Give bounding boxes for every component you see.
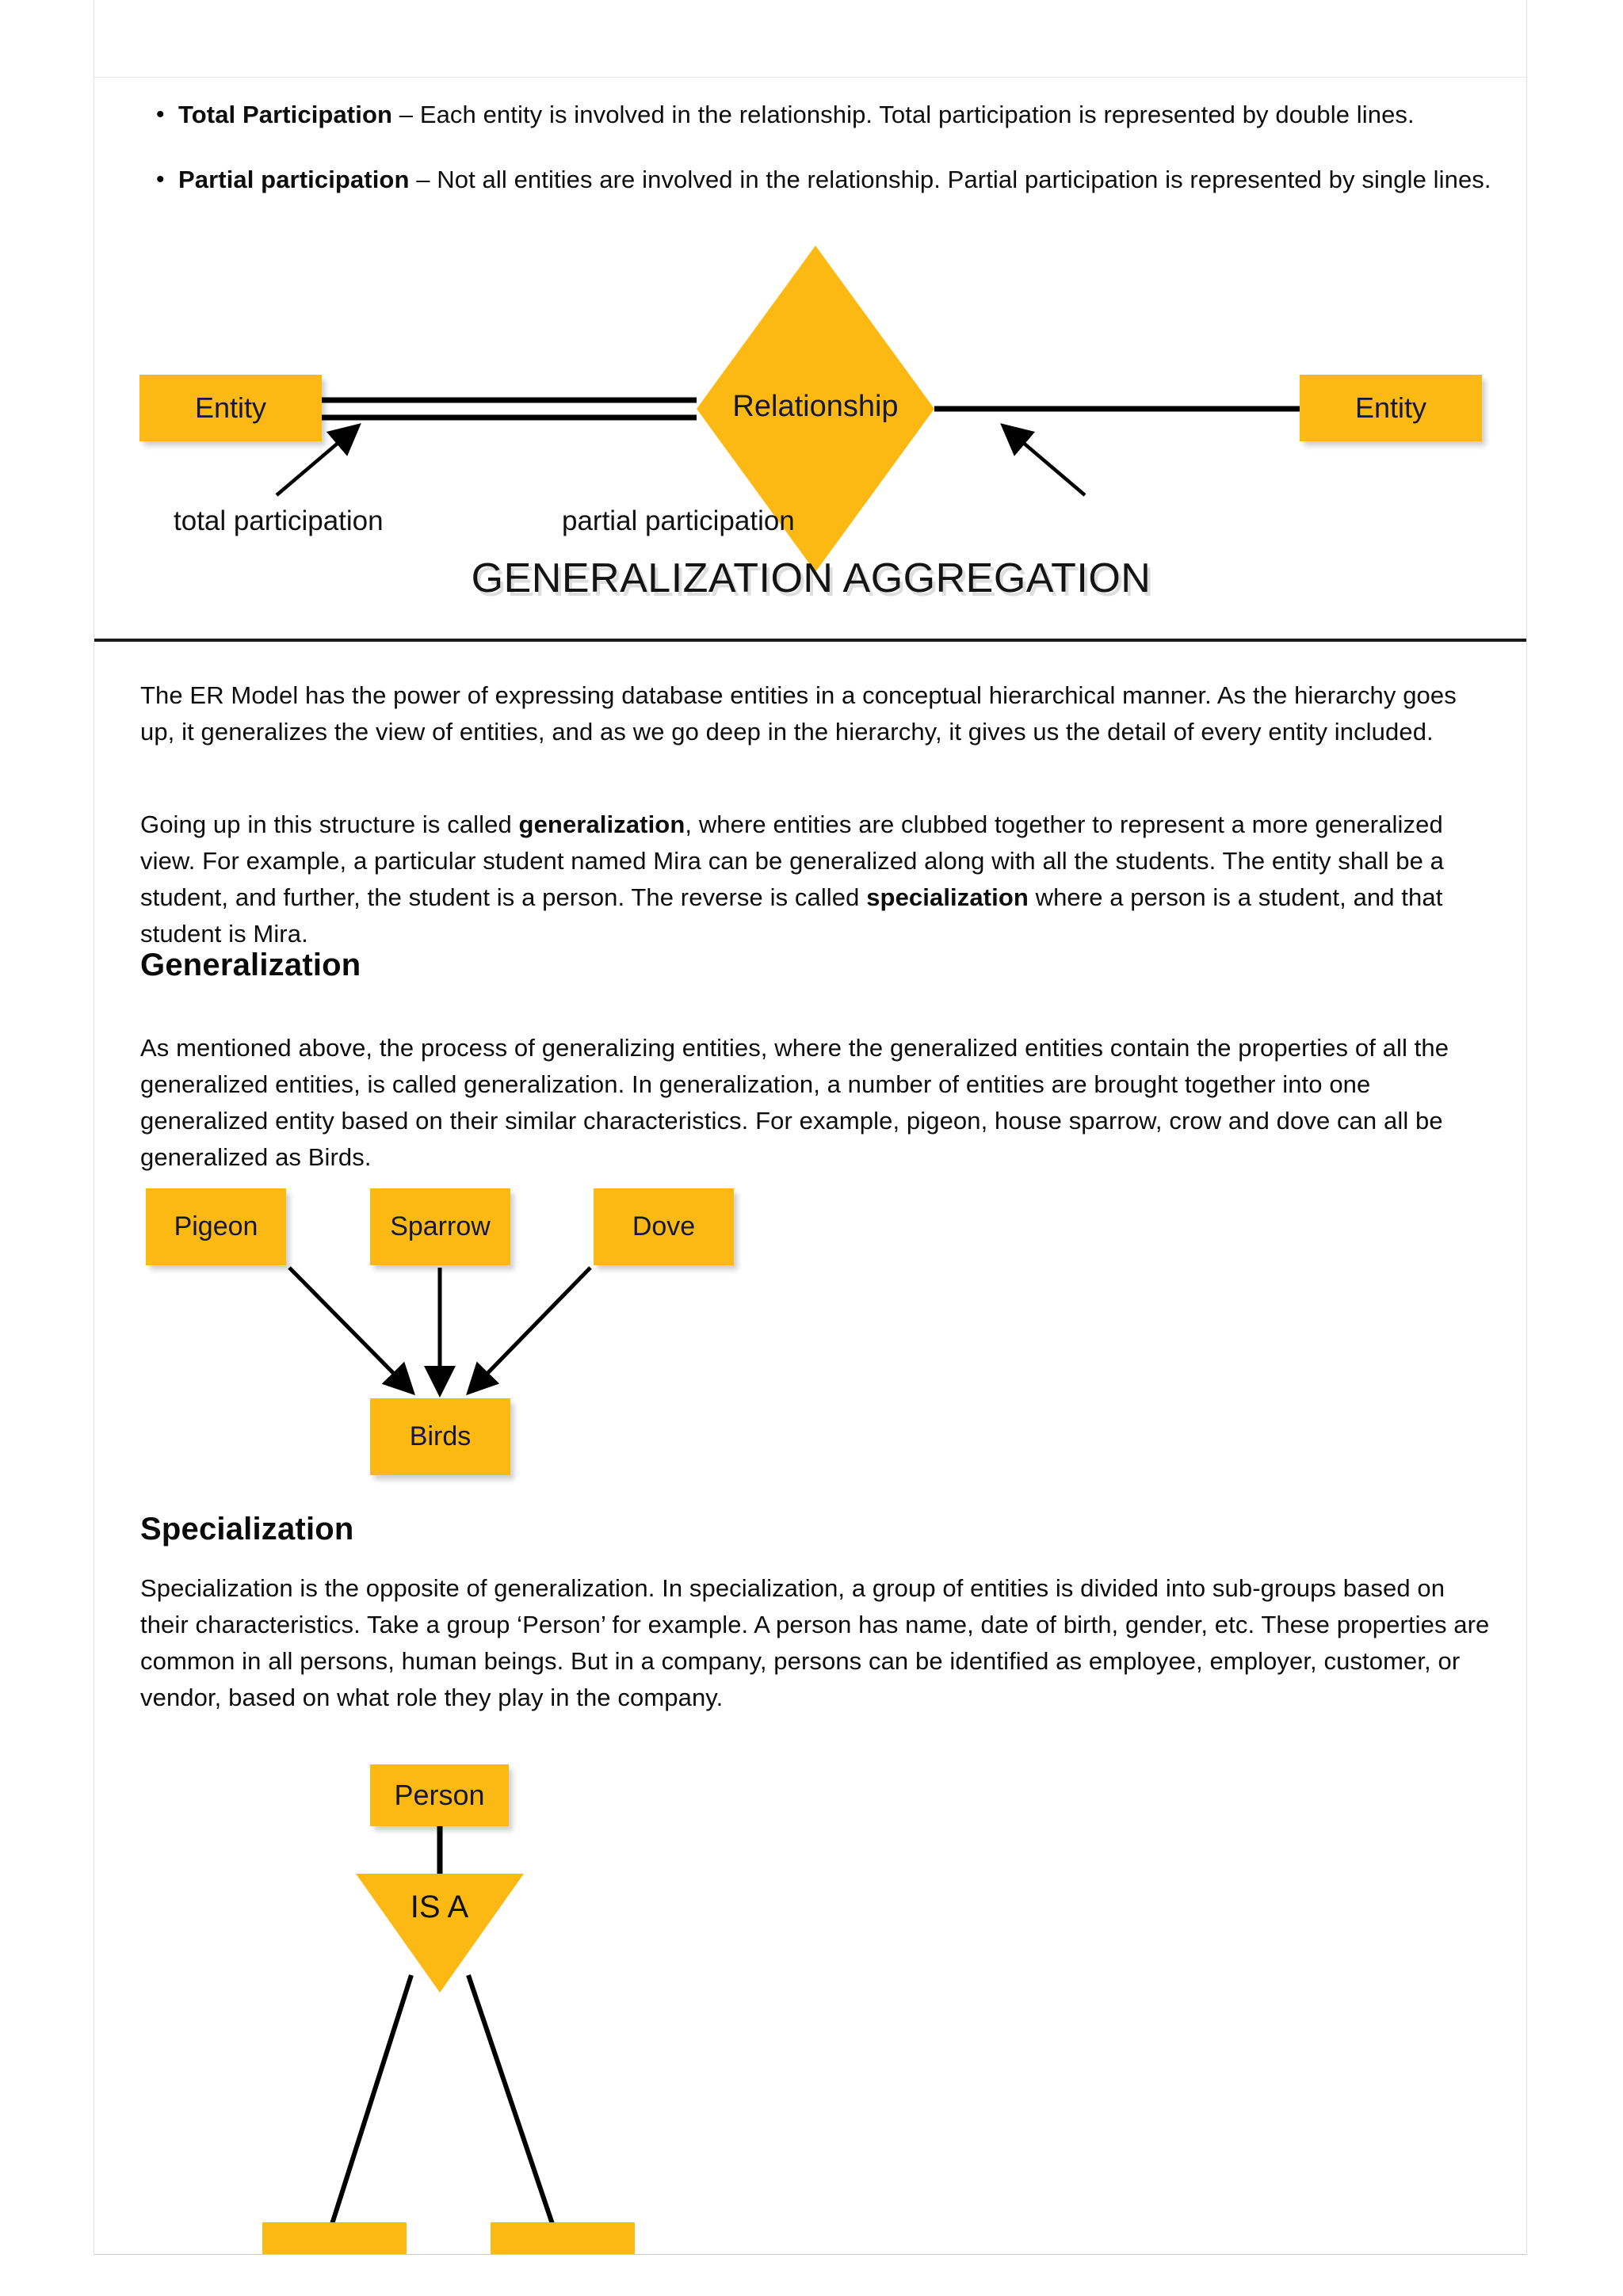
partial-participation-label: partial participation xyxy=(562,505,795,536)
section-divider xyxy=(94,639,1526,642)
partial-participation-arrow xyxy=(1000,423,1086,497)
er-participation-diagram: Entity Entity Relationship total partici… xyxy=(94,242,1526,602)
gen-lead-c: where a person is a student, and that st… xyxy=(140,883,1443,948)
heading-specialization: Specialization xyxy=(140,1512,354,1547)
heading-generalization: Generalization xyxy=(140,948,361,982)
line-isa-to-sub-right xyxy=(466,1974,555,2225)
generalization-diagram-arrows xyxy=(288,1266,592,1398)
page-top-divider xyxy=(94,77,1526,78)
bullet-dash: – xyxy=(409,166,437,193)
list-item: • Partial participation – Not all entiti… xyxy=(142,162,1497,198)
bullet-text: Partial participation – Not all entities… xyxy=(178,162,1497,198)
er-diagram-lines xyxy=(275,246,1300,572)
isa-triangle xyxy=(356,1874,524,1993)
entity-box-pigeon: Pigeon xyxy=(146,1188,286,1265)
list-item: • Total Participation – Each entity is i… xyxy=(142,97,1497,133)
entity-box-right: Entity xyxy=(1300,375,1482,441)
generalization-birds-diagram: Pigeon Sparrow Dove Birds xyxy=(94,1174,1526,1491)
bullet-body: Not all entities are involved in the rel… xyxy=(437,166,1491,193)
generalization-body-paragraph: As mentioned above, the process of gener… xyxy=(140,1034,1449,1171)
bullet-term: Partial participation xyxy=(178,166,410,193)
entity-box-birds: Birds xyxy=(370,1398,510,1475)
arrow-pigeon-to-birds xyxy=(288,1266,416,1396)
bullet-marker-icon: • xyxy=(156,101,165,128)
entity-box-left: Entity xyxy=(139,375,322,441)
arrow-dove-to-birds xyxy=(466,1266,592,1396)
specialization-term: specialization xyxy=(866,883,1029,911)
entity-box-dove: Dove xyxy=(594,1188,734,1265)
specialization-body-paragraph: Specialization is the opposite of genera… xyxy=(140,1574,1490,1711)
total-participation-label: total participation xyxy=(174,505,384,536)
bullet-marker-icon: • xyxy=(156,166,165,193)
entity-box-sparrow: Sparrow xyxy=(370,1188,510,1265)
generalization-aggregation-title: GENERALIZATION AGGREGATION xyxy=(471,555,1151,601)
bullet-term: Total Participation xyxy=(178,101,393,128)
participation-bullet-list: • Total Participation – Each entity is i… xyxy=(142,97,1497,227)
bullet-dash: – xyxy=(392,101,420,128)
specialization-diagram-lines xyxy=(330,1826,555,2225)
total-participation-arrow xyxy=(275,423,361,497)
intro-paragraph: The ER Model has the power of expressing… xyxy=(140,681,1457,746)
bullet-text: Total Participation – Each entity is inv… xyxy=(178,97,1497,133)
entity-box-person: Person xyxy=(370,1764,509,1826)
specialization-isa-diagram: Person IS A xyxy=(94,1755,1526,2254)
gen-lead-b: , where entities are clubbed together to… xyxy=(140,810,1445,911)
entity-box-sub-right xyxy=(491,2222,635,2254)
entity-box-sub-left xyxy=(262,2222,407,2254)
generalization-paragraph: Going up in this structure is called gen… xyxy=(140,807,1497,952)
isa-label: IS A xyxy=(410,1890,469,1924)
line-isa-to-sub-left xyxy=(330,1974,414,2225)
gen-lead-a: Going up in this structure is called xyxy=(140,810,519,838)
document-page: • Total Participation – Each entity is i… xyxy=(94,0,1527,2255)
bullet-body: Each entity is involved in the relations… xyxy=(419,101,1415,128)
relationship-label: Relationship xyxy=(732,390,899,423)
generalization-term: generalization xyxy=(518,810,685,838)
relationship-diamond xyxy=(697,246,934,572)
